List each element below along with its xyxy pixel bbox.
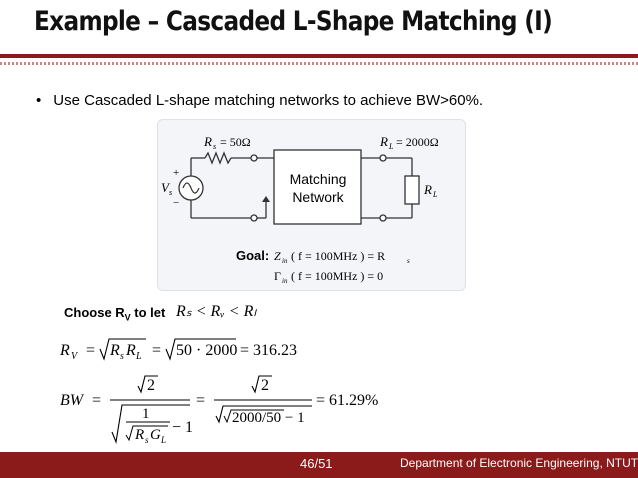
vs-sub: s — [169, 188, 172, 197]
sqrt-icon-2 — [165, 338, 236, 361]
bw-minus-one: − 1 — [172, 419, 193, 436]
circuit-figure: R s = 50Ω R L = 2000Ω + − V — [157, 119, 466, 291]
matching-network-box — [273, 149, 362, 225]
bullet-text: Use Cascaded L-shape matching networks t… — [53, 92, 484, 109]
plus-sign: + — [173, 167, 179, 179]
inequality: Rₛ < Rᵥ < Rₗ — [176, 303, 257, 320]
bw-lhs: BW — [60, 392, 85, 409]
bw-eq2: = — [196, 392, 205, 409]
bw-rsgl-sub1: s — [145, 435, 149, 445]
rv-num: 50 · 2000 — [176, 342, 237, 359]
page-number: 46/51 — [300, 456, 333, 471]
rl-sub: L — [388, 142, 394, 151]
title-rule-dashed — [0, 62, 638, 65]
rv-mid: R — [109, 342, 120, 359]
goal-eq2-rest: ( f = 100MHz ) = 0 — [291, 269, 383, 283]
rv-lhs-sub: V — [71, 351, 79, 362]
sqrt-icon-7 — [215, 405, 312, 424]
choose-statement: Choose RV to let — [64, 305, 165, 323]
goal-label: Goal: — [236, 248, 269, 263]
bw-rsgl2: G — [150, 427, 161, 443]
slide-title: Example – Cascaded L-Shape Matching (I) — [34, 6, 553, 37]
footer-bar — [0, 452, 638, 478]
choose-tail: to let — [130, 305, 166, 320]
bw-eq1: = — [92, 392, 101, 409]
sqrt-icon-8 — [223, 409, 284, 424]
bullet-item: • Use Cascaded L-shape matching networks … — [36, 92, 483, 109]
rs-sub: s — [213, 142, 216, 151]
rl-label: R — [379, 134, 388, 149]
rv-lhs: R — [60, 342, 70, 359]
title-rule — [0, 54, 638, 58]
terminals — [250, 154, 387, 222]
sine-icon — [182, 182, 200, 194]
rv-mid-sub1: s — [120, 351, 124, 362]
load-resistor — [404, 175, 420, 205]
bw-one: 1 — [142, 406, 150, 422]
rv-eq1: = — [86, 342, 95, 359]
rv-equation: R V = R s R L = 50 · 2000 = 316.23 — [60, 338, 297, 362]
choose-sub: V — [124, 312, 131, 323]
department-name: Department of Electronic Engineering, NT… — [400, 456, 638, 470]
rs-label: R — [203, 134, 212, 149]
goal-eq1-end-sub: s — [407, 257, 410, 265]
rl-box-sub: L — [432, 190, 438, 199]
goal-eq1: Z — [274, 249, 281, 263]
rl-value: = 2000Ω — [396, 135, 439, 149]
box-line1: Matching — [290, 171, 347, 187]
choose-text: Choose R — [64, 305, 125, 320]
rv-eq2: = — [152, 342, 161, 359]
bullet-marker: • — [36, 92, 42, 109]
sqrt-icon-4 — [111, 404, 190, 445]
box-line2: Network — [292, 189, 344, 205]
bw-rsgl-sub2: L — [160, 435, 166, 445]
sqrt-icon — [99, 338, 146, 361]
rv-mid2: R — [125, 342, 136, 359]
rs-value: = 50Ω — [220, 135, 251, 149]
rl-box-label: R — [423, 182, 432, 197]
sqrt-icon-5 — [125, 425, 168, 442]
arrow-head-icon — [262, 196, 270, 202]
rv-mid-sub2: L — [135, 351, 142, 362]
bw-ratio: 2000/50 − 1 — [232, 410, 305, 426]
goal-eq2-sub: in — [282, 277, 288, 285]
minus-sign: − — [173, 197, 179, 209]
bw-result: = 61.29% — [316, 392, 378, 409]
vs-label: V — [161, 180, 171, 195]
bw-sqrt2-a: 2 — [147, 377, 155, 394]
goal-eq1-sub: in — [282, 257, 288, 265]
goal-eq1-rest: ( f = 100MHz ) = R — [291, 249, 385, 263]
circuit-diagram: R s = 50Ω R L = 2000Ω + − V — [161, 134, 439, 285]
bw-equation: BW = 2 1 R s G L − 1 = 2 2000/50 − 1 = 6… — [60, 375, 378, 445]
goal-eq2: Γ — [274, 269, 281, 283]
sqrt-icon-3 — [137, 375, 158, 394]
source-wires — [190, 151, 413, 219]
rv-result: = 316.23 — [240, 342, 297, 359]
bw-sqrt2-b: 2 — [261, 377, 269, 394]
sqrt-icon-6 — [251, 375, 272, 394]
bw-rsgl: R — [134, 427, 144, 443]
